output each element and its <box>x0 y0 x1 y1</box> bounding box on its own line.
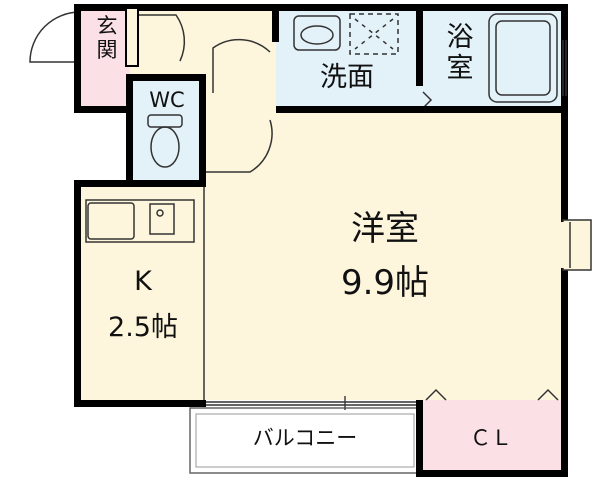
kitchen-size: 2.5帖 <box>108 312 178 343</box>
bathroom-floor <box>420 10 562 110</box>
partitions <box>203 40 567 406</box>
toilet-label: WC <box>149 88 185 112</box>
entrance-label-line2: 関 <box>96 38 118 63</box>
wall-toilet-left <box>126 74 133 187</box>
wall-left-upper <box>74 4 81 113</box>
toilet-bowl <box>150 126 180 168</box>
kitchen-counter <box>85 199 195 243</box>
balcony-outline <box>189 407 421 474</box>
kitchen-stove <box>149 203 175 235</box>
hall-door <box>130 14 186 62</box>
wash-basin <box>293 15 341 51</box>
washroom-door <box>212 38 271 93</box>
washing-machine-space <box>349 13 399 55</box>
entrance-label: 玄 関 <box>92 14 122 62</box>
wall-closet-left <box>416 400 423 477</box>
balcony-inner-rail <box>195 413 415 468</box>
wall-bottom-west <box>74 400 206 407</box>
washroom-label: 洗面 <box>320 62 374 93</box>
front-door <box>29 11 81 63</box>
fixtures <box>85 13 558 243</box>
washroom-floor <box>276 10 420 110</box>
wall-kitchen-top <box>74 180 206 187</box>
wall-wet-area-bottom <box>276 106 568 113</box>
bathroom-label-line1: 浴 <box>446 22 474 53</box>
western-room-door <box>205 119 273 173</box>
wall-bottom-closet <box>420 470 568 477</box>
entrance-floor <box>80 10 130 110</box>
western-room-size: 9.9帖 <box>340 263 430 303</box>
wall-wash-left <box>272 4 279 42</box>
closet-floor <box>420 400 562 470</box>
balcony <box>189 396 421 474</box>
toilet-floor <box>130 80 205 180</box>
kitchen-label: K <box>134 266 152 297</box>
wall-top-west <box>74 4 276 11</box>
wash-basin-bowl <box>300 25 334 45</box>
western-room-label: 洋室 <box>351 209 419 249</box>
wall-toilet-top <box>126 74 206 81</box>
bathroom-label-line2: 室 <box>446 53 474 85</box>
balcony-label: バルコニー <box>252 426 358 450</box>
stove-burner <box>156 209 164 217</box>
bathtub-inner <box>495 20 551 96</box>
western-room-floor <box>205 110 562 400</box>
closet-label: ＣＬ <box>470 426 512 450</box>
bathroom-label: 浴 室 <box>441 22 479 84</box>
entrance-label-line1: 玄 <box>96 14 118 38</box>
east-bay-window <box>561 219 592 271</box>
wall-entrance-bottom <box>74 106 132 113</box>
closet-door-left <box>425 388 447 401</box>
bathroom-door <box>422 91 433 109</box>
kitchen-sink <box>87 202 135 240</box>
bathtub <box>488 13 558 103</box>
closet-door-right <box>537 388 559 401</box>
wall-bath-left <box>416 4 423 86</box>
entrance-pillar <box>125 7 139 67</box>
doors <box>29 11 559 401</box>
wall-toilet-right <box>199 74 206 187</box>
wall-left-lower <box>74 181 81 407</box>
